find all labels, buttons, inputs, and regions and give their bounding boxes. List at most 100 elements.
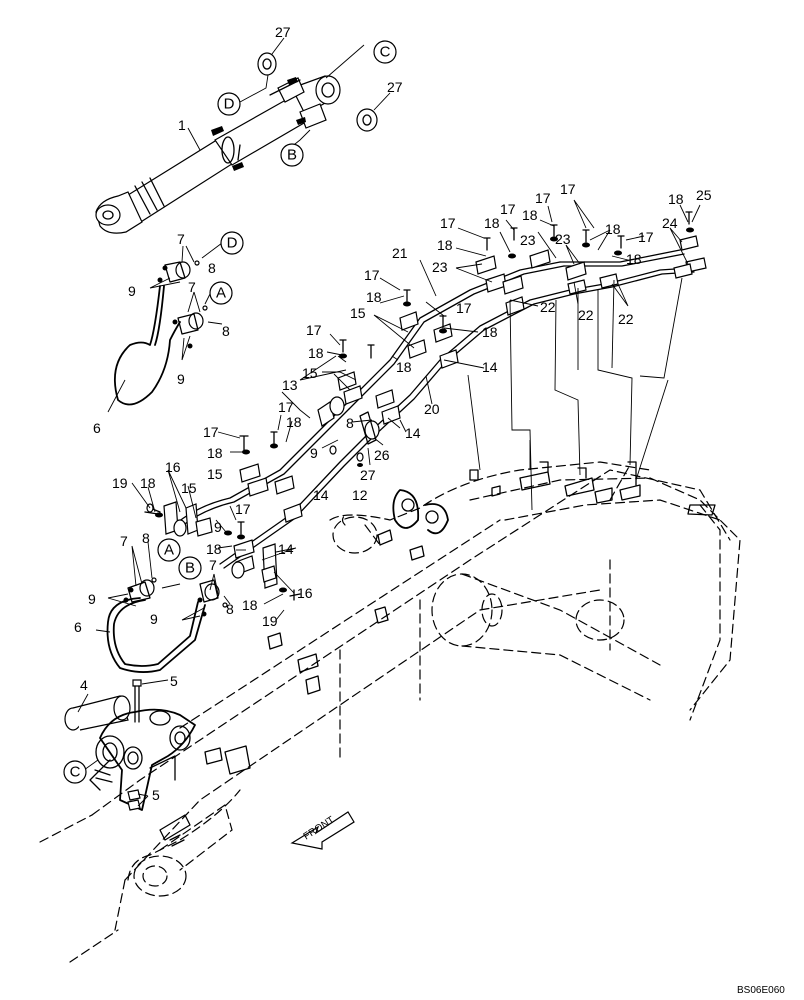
svg-text:C: C [70,764,81,781]
part-17: 18 [605,221,621,237]
part-8: 7 [177,231,185,247]
part-10: 9 [310,445,318,461]
part-17: 18 [206,541,222,557]
part-7: 6 [93,420,101,436]
callout-c-top: C [373,40,397,64]
part-22: 23 [555,231,571,247]
part-20: 21 [392,245,408,261]
part-27: 27 [275,24,291,40]
part-14: 15 [181,480,197,496]
svg-text:D: D [224,96,235,113]
part-24: 25 [696,187,712,203]
boom-brackets [159,461,716,847]
part-16: 17 [278,399,294,415]
part-26: 27 [360,467,376,483]
part-17: 18 [484,215,500,231]
part-16: 17 [440,215,456,231]
arm-cylinder [95,75,341,234]
part-12: 13 [282,377,298,393]
leader-lines [77,37,701,807]
part-21: 22 [540,299,556,315]
part-10: 9 [177,371,185,387]
callout-markers: C D B D A A B C [63,40,397,784]
svg-text:D: D [227,235,238,252]
part-16: 17 [560,181,576,197]
part-5: 5 [170,673,178,689]
part-22: 23 [520,232,536,248]
part-7: 6 [74,619,82,635]
part-14: 15 [207,466,223,482]
part-10: 9 [214,519,222,535]
part-8: 7 [209,557,217,573]
part-25: 26 [374,447,390,463]
part-21: 22 [618,311,634,327]
part-13: 14 [482,359,498,375]
part-17: 18 [396,359,412,375]
part-13: 14 [278,541,294,557]
svg-text:C: C [380,44,391,61]
part-23: 24 [662,215,678,231]
hose-fittings [123,260,228,617]
hoses-7 [106,285,206,673]
part-15: 16 [297,585,313,601]
part-17: 18 [668,191,684,207]
part-15: 16 [165,459,181,475]
part-8: 7 [188,279,196,295]
part-17: 18 [522,207,538,223]
callout-d-top: D [217,92,241,116]
part-19: 20 [424,401,440,417]
part-16: 17 [235,501,251,517]
part-9: 8 [346,415,354,431]
part-10: 9 [150,611,158,627]
part-14: 15 [350,305,366,321]
part-9: 8 [226,601,234,617]
part-9: 8 [222,323,230,339]
svg-text:A: A [164,542,174,559]
part-1: 1 [178,117,186,133]
part-10: 9 [128,283,136,299]
part-21: 22 [578,307,594,323]
drawing-reference-code: BS06E060 [737,985,785,996]
boom-outline [39,461,741,963]
part-17: 18 [366,289,382,305]
part-13: 14 [405,425,421,441]
part-16: 17 [456,300,472,316]
part-18: 19 [262,613,278,629]
part-16: 17 [638,229,654,245]
part-17: 18 [242,597,258,613]
svg-text:A: A [216,285,226,302]
part-17: 18 [207,445,223,461]
part-17: 18 [308,345,324,361]
part-11: 12 [352,487,368,503]
part-8: 7 [120,533,128,549]
part-16: 17 [364,267,380,283]
part-16: 17 [306,322,322,338]
part-9: 8 [208,260,216,276]
callout-d-hose: D [220,231,244,255]
part-16: 17 [203,424,219,440]
washers-27 [257,52,378,132]
assembly-drop-lines [467,277,683,511]
part-14: 15 [302,365,318,381]
callout-b-lower: B [178,556,202,580]
part-16: 17 [535,190,551,206]
pipe-clamps [163,235,707,589]
svg-text:B: B [287,147,297,164]
part-17: 18 [482,324,498,340]
part-13: 14 [313,487,329,503]
part-9: 8 [142,530,150,546]
part-17: 18 [140,475,156,491]
part-16: 17 [500,201,516,217]
callout-a-hose: A [209,281,233,305]
part-27: 27 [387,79,403,95]
part-10: 9 [88,591,96,607]
part-17: 18 [286,414,302,430]
callout-c-lower: C [63,760,87,784]
part-6: 5 [152,787,160,803]
callout-a-lower: A [157,538,181,562]
part-17: 18 [437,237,453,253]
part-4: 4 [80,677,88,693]
bolts-and-washers [144,211,694,601]
part-22: 23 [432,259,448,275]
